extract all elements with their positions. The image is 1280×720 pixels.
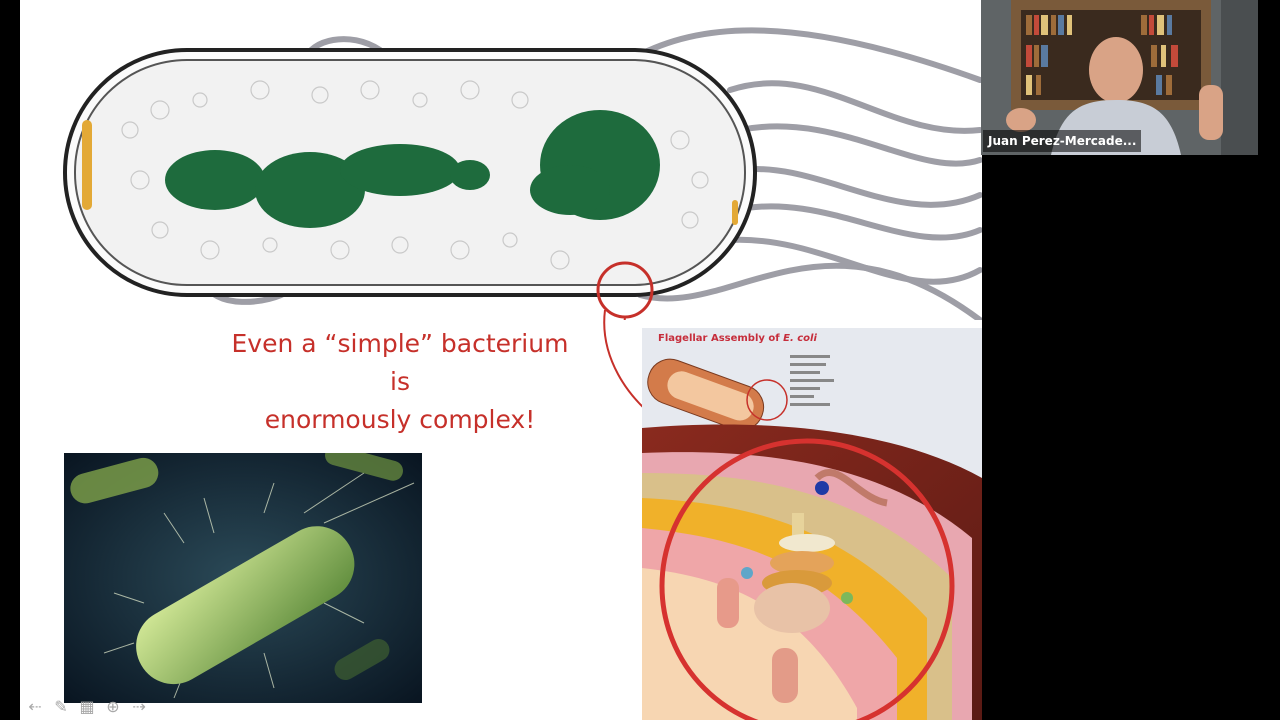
zoom-highlight-circle (659, 438, 955, 720)
flagellar-motor (717, 468, 888, 703)
flagellar-illustration (642, 355, 982, 720)
participant-video[interactable]: Juan Perez-Mercade... (981, 0, 1258, 155)
participant-name-tag: Juan Perez-Mercade... (983, 130, 1142, 152)
bacterium-cross-section (63, 27, 982, 320)
pen-icon[interactable]: ✎ (54, 696, 68, 716)
presentation-slide: Even a “simple” bacterium is enormously … (20, 0, 982, 720)
next-arrow-icon[interactable]: ⇢ (132, 696, 146, 716)
flagella (202, 27, 982, 320)
diagram-title: Flagellar Assembly of E. coli (658, 333, 817, 344)
flagellar-assembly-diagram: Flagellar Assembly of E. coli (642, 328, 982, 720)
ecoli-photo (64, 453, 422, 703)
previous-arrow-icon[interactable]: ⇠ (28, 696, 42, 716)
nucleoid (165, 110, 660, 228)
zoom-icon[interactable]: ⊕ (106, 696, 120, 716)
headline-line-3: enormously complex! (264, 405, 536, 434)
slideshow-controls: ⇠ ✎ ▦ ⊕ ⇢ (24, 694, 164, 718)
slide-headline: Even a “simple” bacterium is enormously … (170, 325, 630, 439)
slides-grid-icon[interactable]: ▦ (79, 696, 95, 716)
headline-line-1: Even a “simple” bacterium (231, 329, 569, 358)
headline-line-2: is (390, 367, 410, 396)
